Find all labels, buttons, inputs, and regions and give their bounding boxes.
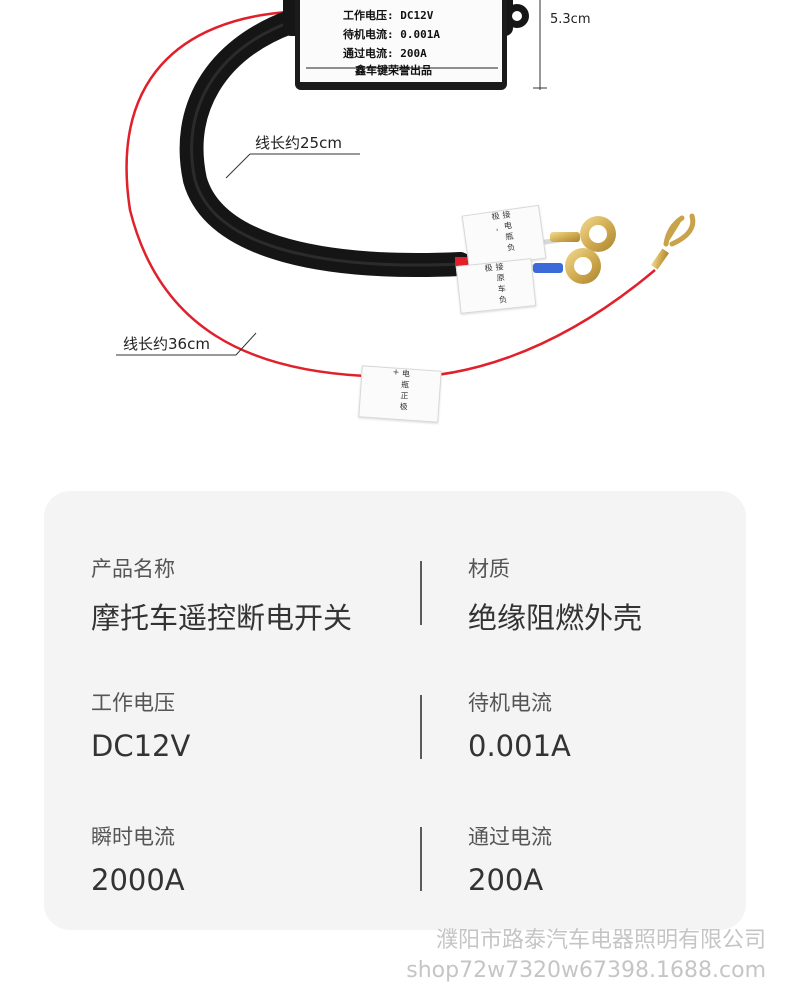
long-wire-length-label: 线长约36cm	[123, 335, 210, 353]
spec-value: 绝缘阻燃外壳	[468, 601, 643, 635]
dimension-height-label: 5.3cm	[550, 12, 591, 27]
module-label-pass: 通过电流: 200A	[343, 47, 427, 60]
spec-card: 产品名称 摩托车遥控断电开关 材质 绝缘阻燃外壳 工作电压 DC12V 待机电流…	[44, 491, 746, 930]
spec-pass-current: 通过电流 200A	[468, 821, 552, 897]
watermark-company: 濮阳市路泰汽车电器照明有限公司	[435, 928, 766, 953]
ring-terminal-upper	[550, 216, 616, 252]
negative-tag-battery: 接电瓶负极 -	[461, 204, 547, 270]
spec-standby-current: 待机电流 0.001A	[468, 687, 571, 763]
ring-terminal-lower	[533, 248, 601, 284]
spec-value: 摩托车遥控断电开关	[91, 601, 353, 635]
spec-divider	[420, 561, 422, 625]
spec-product-name: 产品名称 摩托车遥控断电开关	[91, 553, 352, 637]
spec-label: 待机电流	[468, 691, 552, 715]
module-label-brand: 鑫车键荣誉出品	[355, 64, 432, 77]
spec-instant-current: 瞬时电流 2000A	[91, 821, 185, 897]
spec-label: 通过电流	[468, 825, 552, 849]
module-label-voltage: 工作电压: DC12V	[343, 9, 434, 22]
spec-divider	[420, 695, 422, 759]
red-wire-long	[125, 10, 656, 379]
spec-divider	[420, 827, 422, 891]
spec-label: 材质	[468, 557, 510, 581]
product-illustration	[116, 0, 696, 379]
fork-terminal	[650, 213, 696, 270]
spec-material: 材质 绝缘阻燃外壳	[468, 553, 642, 637]
spec-label: 产品名称	[91, 557, 175, 581]
module-label-standby: 待机电流: 0.001A	[343, 28, 440, 41]
negative-tag-original: 接原车负极	[455, 258, 537, 314]
control-module	[283, 0, 529, 90]
spec-value: 200A	[468, 863, 544, 897]
spec-value: DC12V	[91, 729, 191, 763]
spec-value: 0.001A	[468, 729, 571, 763]
watermark-shop: shop72w7320w67398.1688.com	[406, 958, 766, 983]
positive-tag-battery: 电瓶正极 +	[358, 365, 442, 423]
spec-working-voltage: 工作电压 DC12V	[91, 687, 190, 763]
spec-label: 工作电压	[91, 691, 175, 715]
short-wire-length-label: 线长约25cm	[255, 134, 342, 152]
spec-value: 2000A	[91, 863, 185, 897]
spec-label: 瞬时电流	[91, 825, 175, 849]
